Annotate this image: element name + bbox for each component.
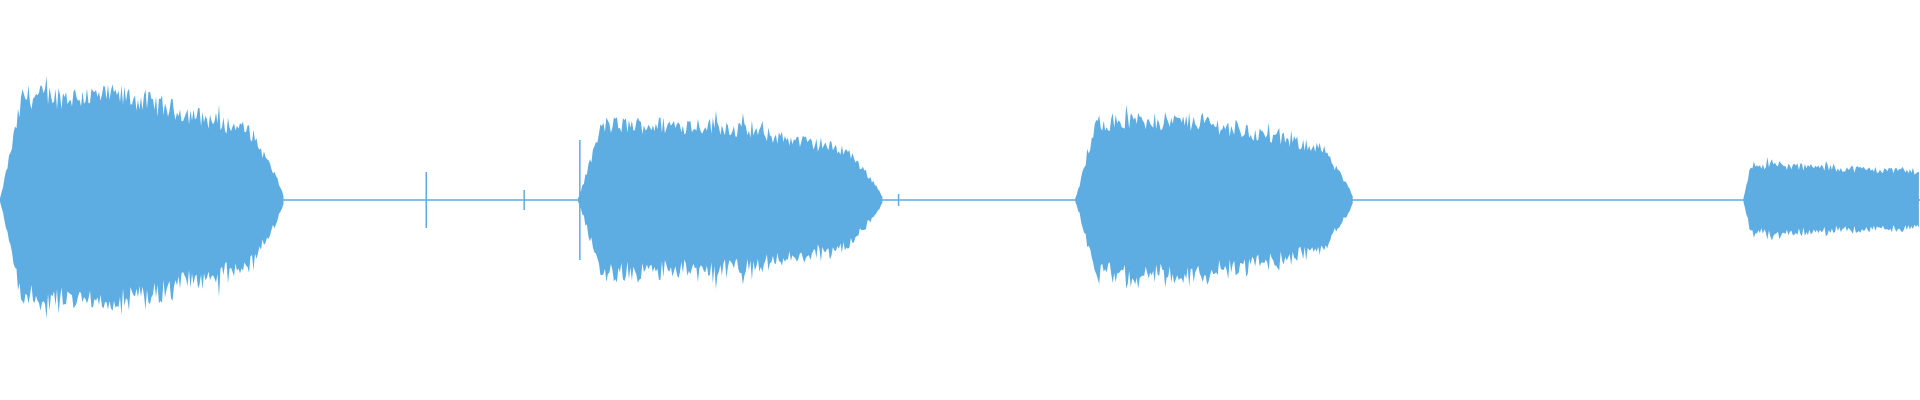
waveform-burst-4 [1743,157,1919,241]
waveform-bursts [0,76,1919,319]
waveform-burst-1 [0,76,284,319]
waveform-transients [425,140,900,260]
waveform-burst-3 [1075,104,1353,289]
waveform-burst-2 [577,110,883,290]
